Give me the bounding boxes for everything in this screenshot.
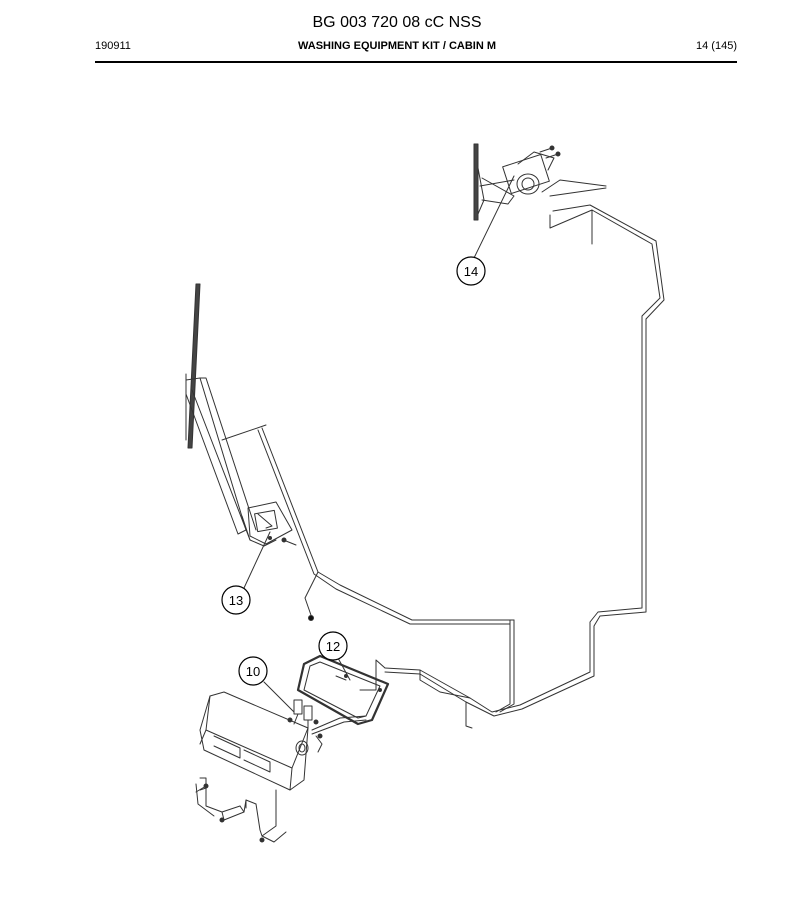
washer-reservoir xyxy=(199,691,367,791)
page-number: 14 (145) xyxy=(696,40,737,52)
callout-10: 10 xyxy=(238,656,268,686)
callout-13: 13 xyxy=(221,585,251,615)
washer-hose xyxy=(221,204,665,729)
callout-14-label: 14 xyxy=(464,264,478,279)
reservoir-bracket xyxy=(195,777,287,843)
date-code: 190911 xyxy=(95,40,131,52)
callout-10-leader xyxy=(263,681,295,713)
callout-13-label: 13 xyxy=(229,593,243,608)
callout-14-leader xyxy=(473,175,515,259)
callout-14: 14 xyxy=(456,256,486,286)
callout-10-label: 10 xyxy=(246,664,260,679)
callout-12: 12 xyxy=(318,631,348,661)
section-title: WASHING EQUIPMENT KIT / CABIN M xyxy=(298,40,496,52)
document-code: BG 003 720 08 cC NSS xyxy=(312,14,482,31)
rear-wiper-assembly xyxy=(473,143,607,221)
header-rule xyxy=(95,61,737,63)
callout-12-label: 12 xyxy=(326,639,340,654)
front-wiper-assembly xyxy=(185,283,314,621)
callout-12-leader xyxy=(337,657,351,681)
callout-13-leader xyxy=(243,531,271,589)
